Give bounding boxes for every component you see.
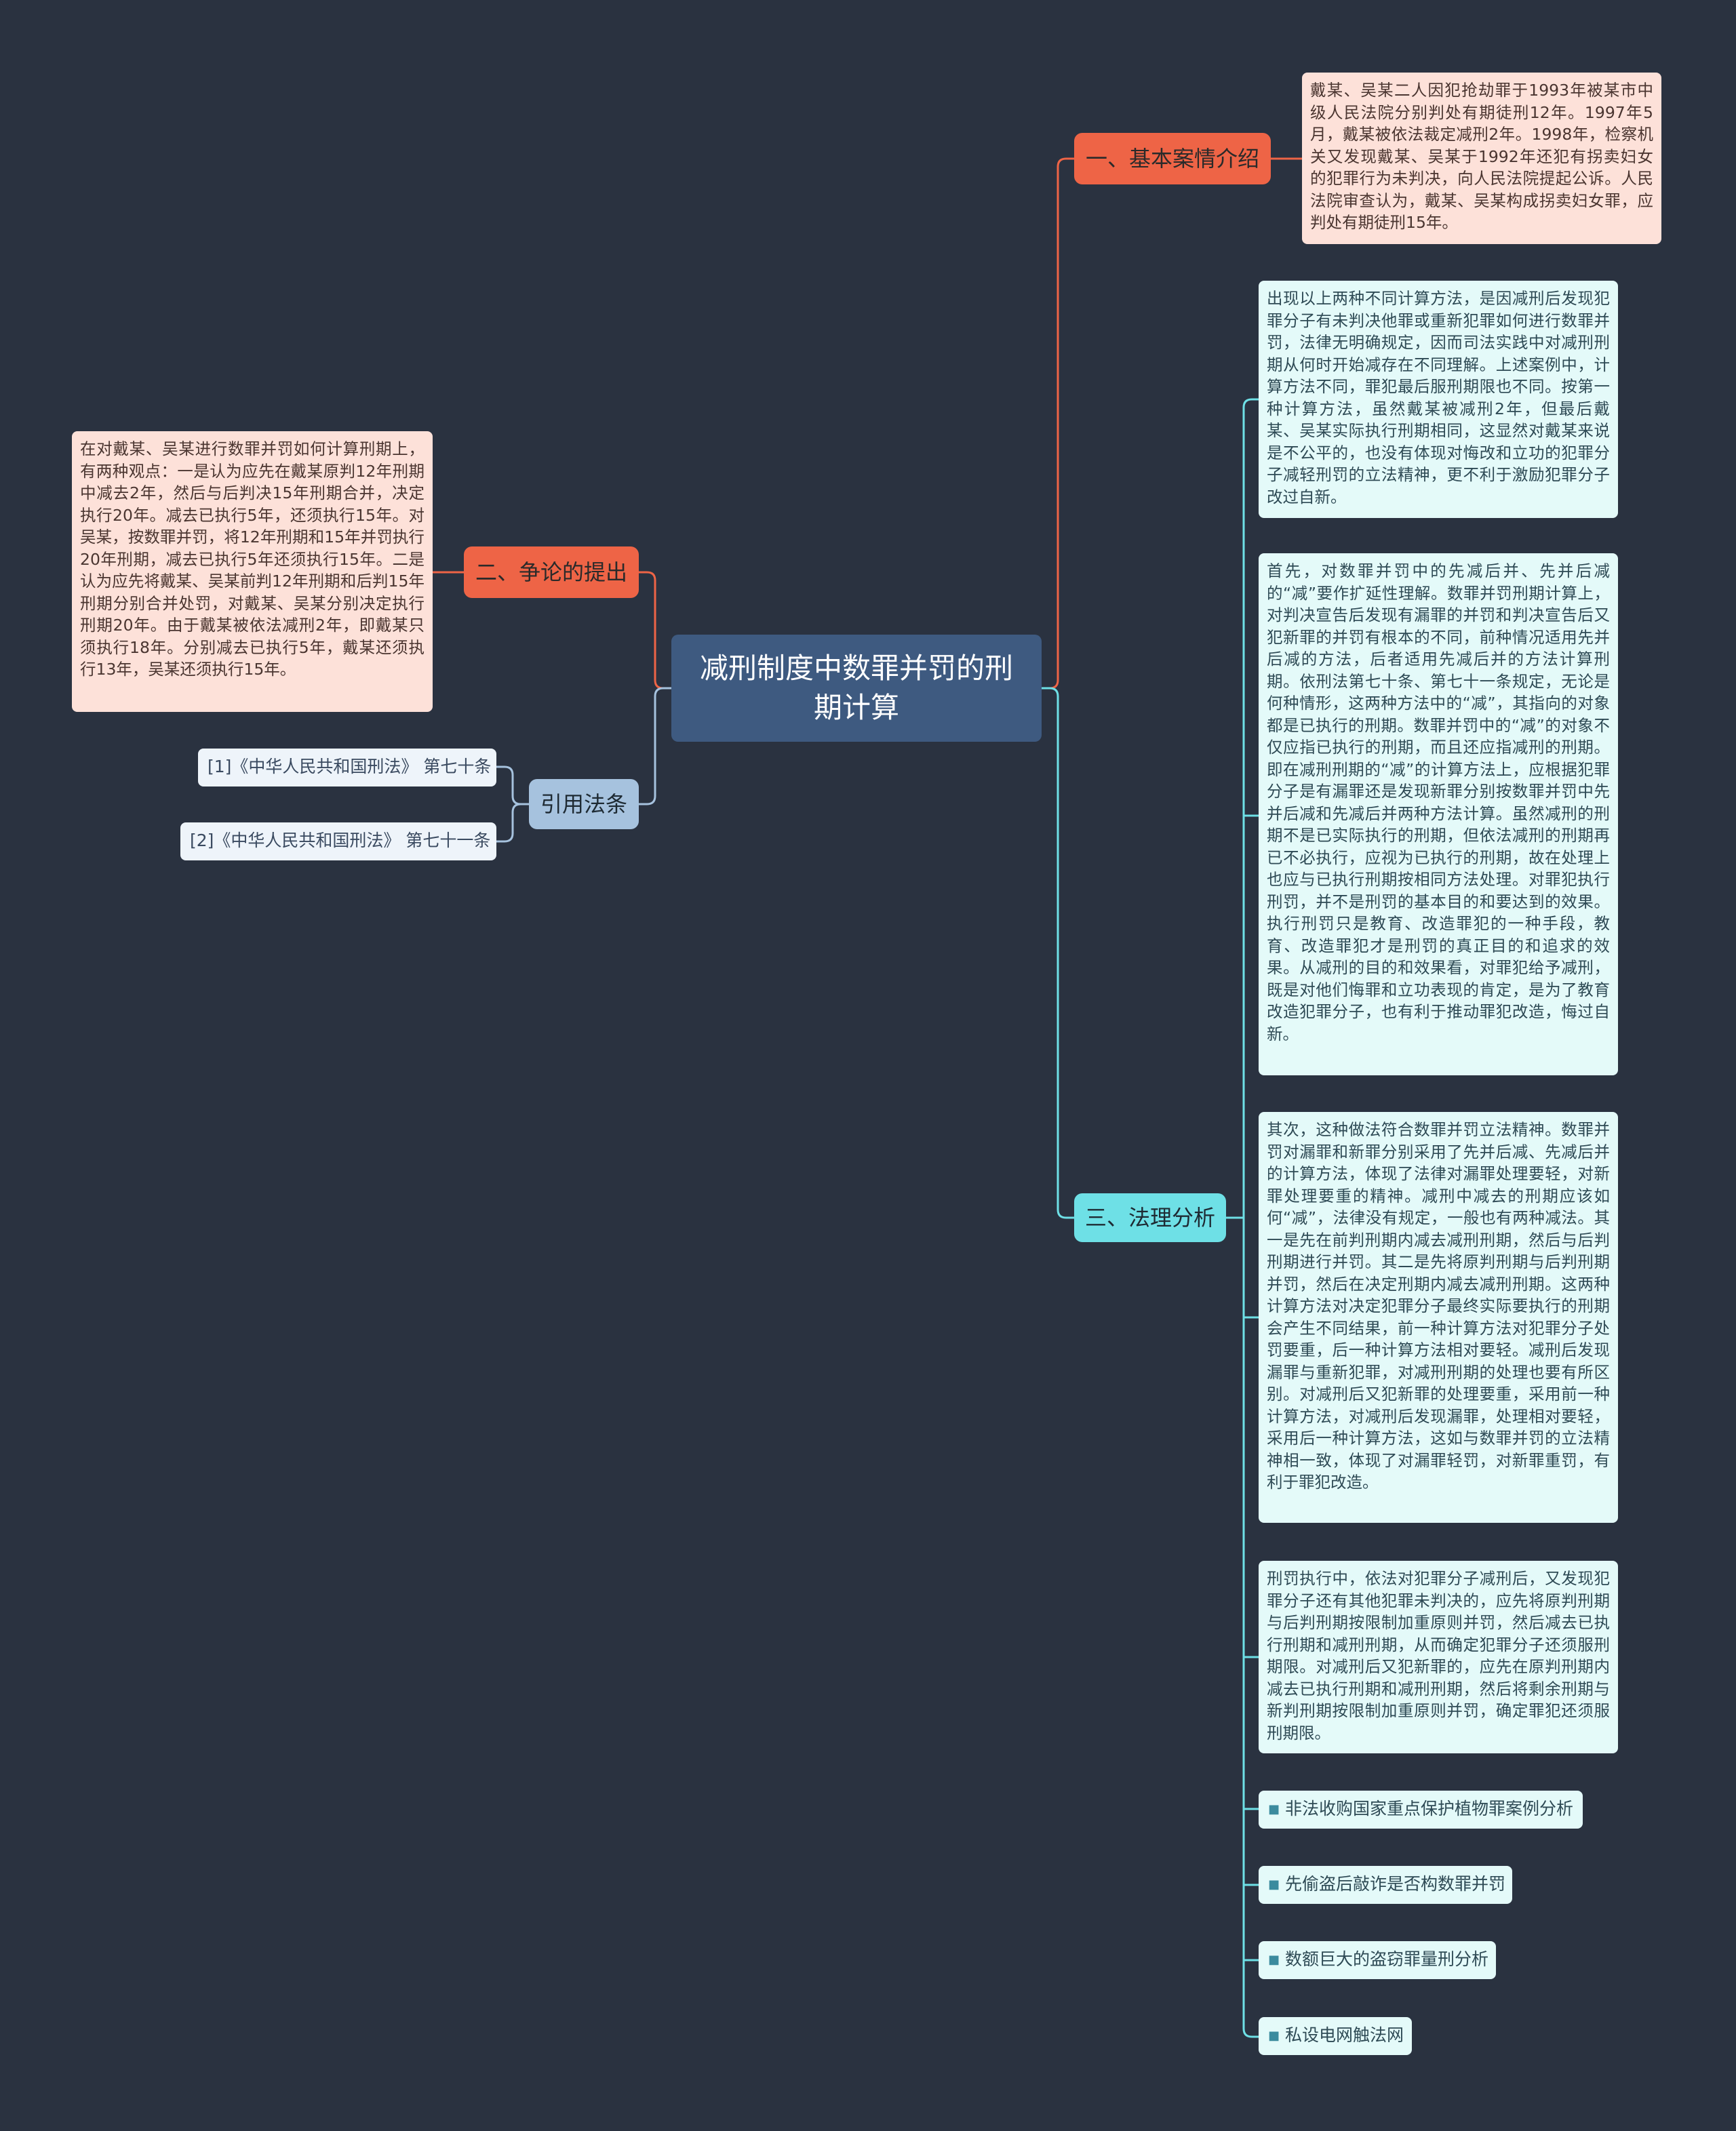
branch-dispute[interactable]: 二、争论的提出	[464, 546, 639, 598]
link-analysis-card1	[1242, 398, 1259, 408]
link-refs-item2	[496, 803, 529, 843]
basic-case-text: 戴某、吴某二人因犯抢劫罪于1993年被某市中级人民法院分别判处有期徒刑12年。1…	[1310, 81, 1653, 232]
link-root-refs	[639, 687, 671, 805]
branch-legal-analysis-label: 三、法理分析	[1084, 1205, 1215, 1231]
analysis-text-1: 出现以上两种不同计算方法，是因减刑后发现犯罪分子有未判决他罪或重新犯罪如何进行数…	[1267, 289, 1610, 506]
branch-basic-case-label: 一、基本案情介绍	[1085, 146, 1259, 172]
analysis-card[interactable]: 其次，这种做法符合数罪并罚立法精神。数罪并罚对漏罪和新罪分别采用了先并后减、先减…	[1259, 1112, 1618, 1523]
related-link[interactable]: ■ 先偷盗后敲诈是否构数罪并罚	[1259, 1866, 1512, 1904]
link-root-dispute	[639, 571, 671, 690]
reference-text-1: [1]《中华人民共和国刑法》 第七十条	[208, 757, 492, 776]
square-bullet-icon: ■	[1268, 1953, 1280, 1967]
branch-references-label: 引用法条	[540, 791, 627, 817]
root-title: 减刑制度中数罪并罚的刑期计算	[699, 652, 1013, 724]
related-link[interactable]: ■ 数额巨大的盗窃罪量刑分析	[1259, 1941, 1496, 1979]
branch-dispute-label: 二、争论的提出	[475, 559, 627, 585]
link-refs-item1	[496, 765, 529, 805]
related-link[interactable]: ■ 私设电网触法网	[1259, 2017, 1412, 2055]
link-root-analysis	[1042, 687, 1074, 1219]
link-root-basic	[1042, 157, 1074, 690]
dispute-card[interactable]: 在对戴某、吴某进行数罪并罚如何计算刑期上，有两种观点：一是认为应先在戴某原判12…	[72, 431, 433, 712]
branch-basic-case[interactable]: 一、基本案情介绍	[1074, 133, 1271, 184]
square-bullet-icon: ■	[1268, 1877, 1280, 1892]
link-analysis-link4	[1242, 2028, 1259, 2038]
related-link-text-4: 私设电网触法网	[1285, 2025, 1404, 2045]
root-topic[interactable]: 减刑制度中数罪并罚的刑期计算	[671, 635, 1042, 742]
related-link[interactable]: ■ 非法收购国家重点保护植物罪案例分析	[1259, 1791, 1583, 1829]
analysis-text-3: 其次，这种做法符合数罪并罚立法精神。数罪并罚对漏罪和新罪分别采用了先并后减、先减…	[1267, 1120, 1610, 1492]
square-bullet-icon: ■	[1268, 1802, 1280, 1816]
analysis-text-2: 首先，对数罪并罚中的先减后并、先并后减的“减”要作扩延性理解。数罪并罚刑期计算上…	[1267, 561, 1610, 1043]
reference-text-2: [2]《中华人民共和国刑法》 第七十一条	[190, 831, 491, 850]
analysis-card[interactable]: 出现以上两种不同计算方法，是因减刑后发现犯罪分子有未判决他罪或重新犯罪如何进行数…	[1259, 281, 1618, 518]
reference-item[interactable]: [2]《中华人民共和国刑法》 第七十一条	[180, 822, 496, 860]
analysis-card[interactable]: 刑罚执行中，依法对犯罪分子减刑后，又发现犯罪分子还有其他犯罪未判决的，应先将原判…	[1259, 1561, 1618, 1753]
square-bullet-icon: ■	[1268, 2029, 1280, 2043]
branch-references[interactable]: 引用法条	[529, 779, 639, 829]
reference-item[interactable]: [1]《中华人民共和国刑法》 第七十条	[198, 749, 496, 786]
basic-case-card[interactable]: 戴某、吴某二人因犯抢劫罪于1993年被某市中级人民法院分别判处有期徒刑12年。1…	[1302, 73, 1661, 244]
analysis-card[interactable]: 首先，对数罪并罚中的先减后并、先并后减的“减”要作扩延性理解。数罪并罚刑期计算上…	[1259, 553, 1618, 1075]
related-link-text-3: 数额巨大的盗窃罪量刑分析	[1285, 1949, 1489, 1969]
related-link-text-1: 非法收购国家重点保护植物罪案例分析	[1285, 1799, 1574, 1818]
related-link-text-2: 先偷盗后敲诈是否构数罪并罚	[1285, 1874, 1506, 1894]
branch-legal-analysis[interactable]: 三、法理分析	[1074, 1193, 1226, 1242]
dispute-text: 在对戴某、吴某进行数罪并罚如何计算刑期上，有两种观点：一是认为应先在戴某原判12…	[80, 439, 425, 679]
analysis-text-4: 刑罚执行中，依法对犯罪分子减刑后，又发现犯罪分子还有其他犯罪未判决的，应先将原判…	[1267, 1569, 1610, 1742]
